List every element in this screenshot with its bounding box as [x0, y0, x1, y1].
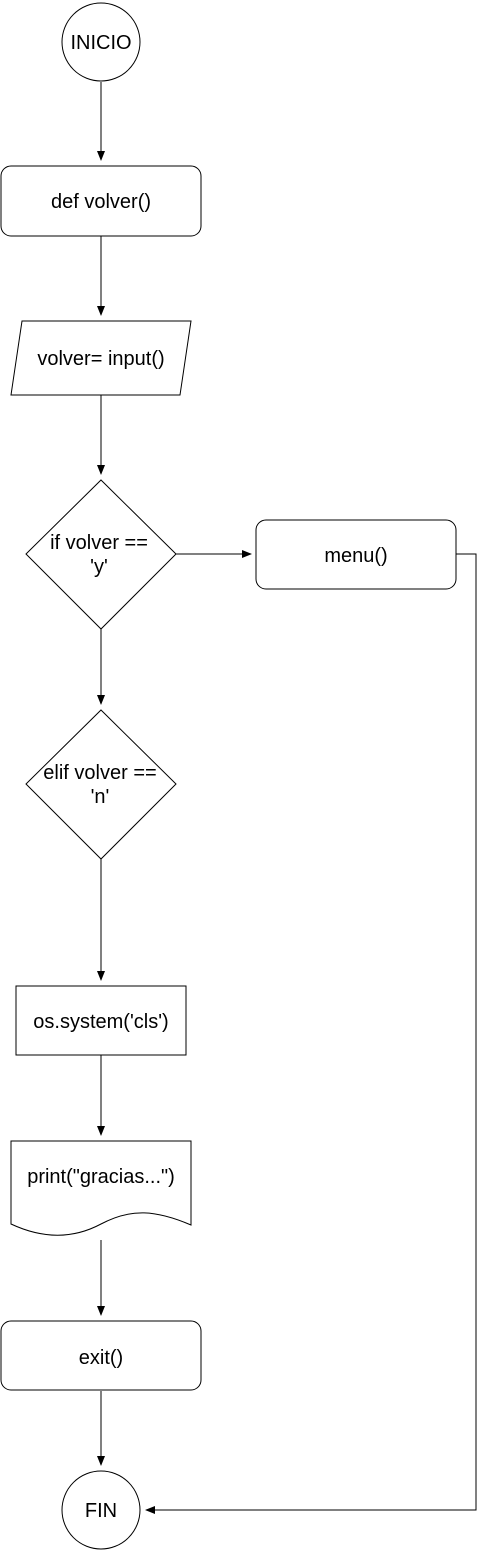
node-elif-n: elif volver == 'n' — [25, 709, 177, 860]
input-label: volver= input() — [37, 348, 164, 370]
node-os-system: os.system('cls') — [15, 985, 187, 1056]
if-y-label-line2: 'y' — [90, 556, 108, 578]
end-label: FIN — [85, 1500, 117, 1522]
if-y-diamond — [25, 479, 177, 630]
elif-n-label-line2: 'n' — [91, 786, 110, 808]
input-parallelogram — [10, 320, 192, 396]
node-print: print("gracias...") — [10, 1140, 192, 1236]
menu-box — [255, 519, 457, 590]
exit-label: exit() — [79, 1347, 123, 1369]
node-exit: exit() — [0, 1320, 202, 1391]
node-menu: menu() — [255, 519, 457, 590]
print-label: print("gracias...") — [27, 1166, 175, 1188]
def-volver-label: def volver() — [51, 191, 151, 213]
exit-box — [0, 1320, 202, 1391]
os-system-box — [15, 985, 187, 1056]
elif-n-label-line1: elif volver == — [43, 762, 156, 784]
print-document-shape — [10, 1140, 192, 1236]
end-circle — [61, 1470, 141, 1550]
node-def-volver: def volver() — [0, 165, 202, 237]
connectors — [97, 82, 477, 1514]
menu-label: menu() — [324, 545, 387, 567]
node-input: volver= input() — [10, 320, 192, 396]
start-label: INICIO — [70, 32, 131, 54]
node-if-y: if volver == 'y' — [25, 479, 177, 630]
start-circle — [61, 2, 141, 82]
os-system-label: os.system('cls') — [33, 1011, 168, 1033]
def-volver-box — [0, 165, 202, 237]
connector-menu-to-end — [145, 553, 477, 1514]
if-y-label-line1: if volver == — [50, 532, 148, 554]
node-start: INICIO — [61, 2, 141, 82]
node-end: FIN — [61, 1470, 141, 1550]
elif-n-diamond — [25, 709, 177, 860]
